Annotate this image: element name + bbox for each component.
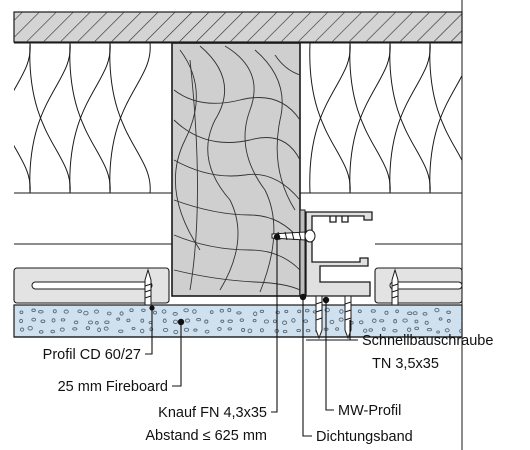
sealing-band	[299, 209, 306, 297]
screw-left-cd	[144, 268, 152, 306]
screw-right-cd	[391, 268, 399, 306]
label-mw-profil: MW-Profil	[338, 403, 401, 419]
mineral-wool-insulation	[14, 42, 462, 194]
timber-beam	[171, 42, 301, 297]
label-schnell-line1: Schnellbauschraube	[362, 333, 493, 349]
label-profil-cd: Profil CD 60/27	[43, 347, 141, 363]
label-knauf-line1: Knauf FN 4,3x35	[158, 405, 267, 421]
cd-profile-left	[13, 267, 170, 304]
label-schnell-line2: TN 3,5x35	[372, 356, 439, 372]
label-dichtungsband: Dichtungsband	[316, 429, 413, 445]
label-knauf-line2: Abstand ≤ 625 mm	[145, 428, 267, 444]
screw-mw-1	[315, 295, 323, 340]
mw-profile	[305, 211, 373, 297]
concrete-slab	[13, 11, 463, 43]
label-fireboard: 25 mm Fireboard	[58, 379, 168, 395]
leader-lines	[145, 237, 358, 437]
cd-profile-right	[374, 267, 463, 304]
fireboard-layer	[13, 304, 463, 338]
screws	[144, 229, 399, 340]
